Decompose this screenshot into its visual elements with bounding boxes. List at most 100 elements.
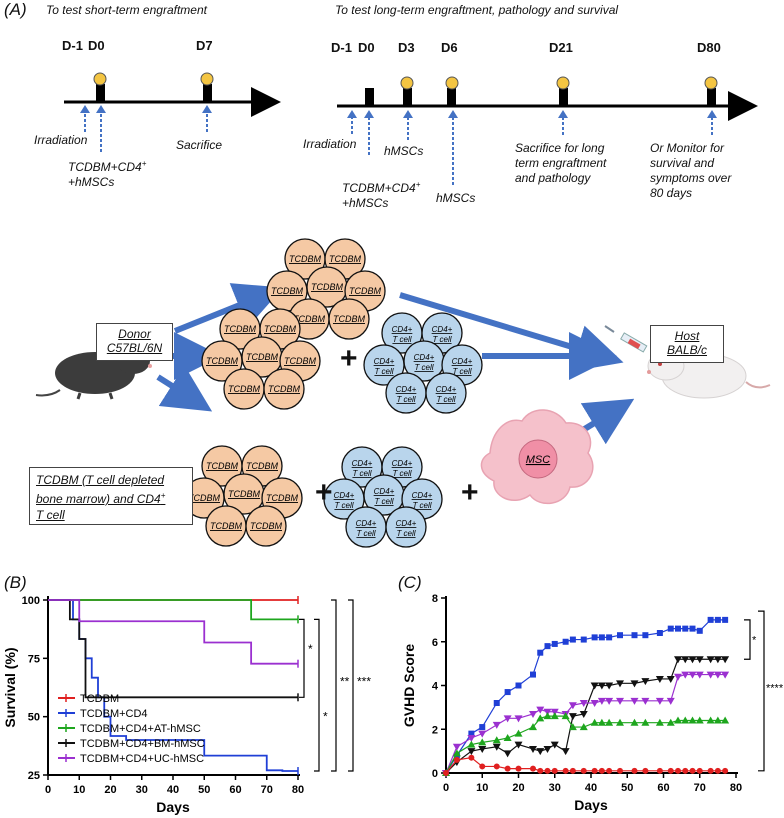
data-point <box>714 767 721 774</box>
data-point <box>503 734 512 741</box>
data-point <box>695 671 704 679</box>
data-point <box>478 730 487 738</box>
significance-bracket <box>744 619 751 660</box>
legend-label: TCDBM+CD4+UC-hMSC <box>80 753 204 765</box>
cd4-cell-label-line2: T cell <box>392 335 411 344</box>
long-hmsc-d3-label: hMSCs <box>384 144 424 158</box>
data-point <box>682 625 689 632</box>
data-point <box>713 656 722 664</box>
data-point <box>544 767 551 774</box>
data-point <box>579 710 588 718</box>
significance-label: **** <box>766 683 784 695</box>
series-line <box>445 673 726 774</box>
data-point <box>580 636 587 643</box>
tcdbm-cell-label: TCDBM <box>268 384 300 394</box>
x-tick-label: 10 <box>476 782 488 794</box>
data-point <box>617 632 623 639</box>
cd4-cell-label: CD4+ <box>432 325 453 334</box>
data-point <box>656 630 663 636</box>
data-point <box>721 671 730 679</box>
legend-label: TCDBM+CD4+BM-hMSC <box>80 738 205 750</box>
data-point <box>550 741 559 749</box>
cd4-t-cell: CD4+T cell <box>385 372 427 414</box>
short-day-d7: D7 <box>196 38 213 53</box>
data-point <box>493 700 500 706</box>
data-point <box>606 767 613 774</box>
long-day-d6: D6 <box>441 40 458 55</box>
data-point <box>689 625 696 632</box>
cd4-cell-label: CD4+ <box>334 491 355 500</box>
x-tick-label: 20 <box>512 782 524 794</box>
data-point <box>630 718 639 726</box>
data-point <box>641 718 650 726</box>
significance-bracket <box>758 610 765 772</box>
cd4-cell-label: CD4+ <box>374 487 395 496</box>
data-point <box>598 767 605 774</box>
tcdbm-cell-label: TCDBM <box>206 461 238 471</box>
data-point <box>631 767 638 774</box>
data-point <box>561 712 570 720</box>
cd4-t-cell: CD4+T cell <box>385 506 427 548</box>
x-tick-label: 80 <box>292 784 304 796</box>
data-point <box>468 754 475 761</box>
data-point <box>616 680 624 688</box>
data-point <box>666 697 675 705</box>
x-tick-label: 50 <box>198 784 210 796</box>
tcdbm-cell-label: TCDBM <box>246 352 278 362</box>
data-point <box>561 748 570 756</box>
data-point <box>580 767 587 774</box>
long-inject-label: TCDBM+CD4++hMSCs <box>342 180 421 210</box>
data-point <box>479 724 486 731</box>
tcdbm-cell-label: TCDBM <box>188 493 220 503</box>
tcdbm-definition-box: TCDBM (T cell depleted bone marrow) and … <box>29 467 193 525</box>
data-point <box>536 706 545 714</box>
tcdbm-cell-label: TCDBM <box>289 254 321 264</box>
data-point <box>695 716 704 724</box>
cd4-cell-label-line2: T cell <box>352 469 371 478</box>
data-point <box>536 748 545 756</box>
y-tick-label: 6 <box>432 637 438 649</box>
donor-box: Donor C57BL/6N <box>96 323 173 361</box>
data-point <box>688 671 697 679</box>
data-point <box>551 640 558 647</box>
tcdbm-cell-label: TCDBM <box>271 286 303 296</box>
data-point <box>503 715 512 723</box>
cd4-cell-label-line2: T cell <box>374 497 393 506</box>
arrow-donor-to-msc-group <box>156 365 213 412</box>
y-tick-label: 50 <box>28 712 40 724</box>
cd4-cell-label: CD4+ <box>452 357 473 366</box>
data-point <box>674 673 682 681</box>
cd4-cell-label-line2: T cell <box>452 367 471 376</box>
long-irradiation-arrow <box>347 110 357 134</box>
x-tick-label: 20 <box>104 784 116 796</box>
data-point <box>453 756 460 763</box>
data-point <box>568 702 577 710</box>
cd4-t-cell: CD4+T cell <box>341 446 383 488</box>
data-point <box>514 715 523 723</box>
data-point <box>616 697 624 705</box>
cd4-cell-label-line2: T cell <box>374 367 393 376</box>
data-point <box>706 716 715 724</box>
data-point <box>467 735 476 742</box>
y-tick-label: 75 <box>28 653 40 665</box>
data-point <box>579 723 588 731</box>
long-term-heading: To test long-term engraftment, pathology… <box>335 3 619 17</box>
data-point <box>504 765 511 772</box>
data-point <box>656 767 663 774</box>
tcdbm-cell: TCDBM <box>223 368 265 410</box>
significance-label: *** <box>357 675 371 689</box>
long-d80-arrow <box>707 110 717 135</box>
significance-label: * <box>308 642 313 656</box>
x-tick-label: 30 <box>549 782 561 794</box>
data-point <box>688 656 697 664</box>
data-point <box>514 741 523 749</box>
cd4-cell-label-line2: T cell <box>432 335 451 344</box>
x-tick-label: 40 <box>585 782 597 794</box>
data-point <box>681 671 690 679</box>
cd4-cell-label: CD4+ <box>412 491 433 500</box>
data-point <box>681 716 690 724</box>
host-strain: BALB/c <box>666 343 708 357</box>
long-d80-marker <box>704 76 718 106</box>
